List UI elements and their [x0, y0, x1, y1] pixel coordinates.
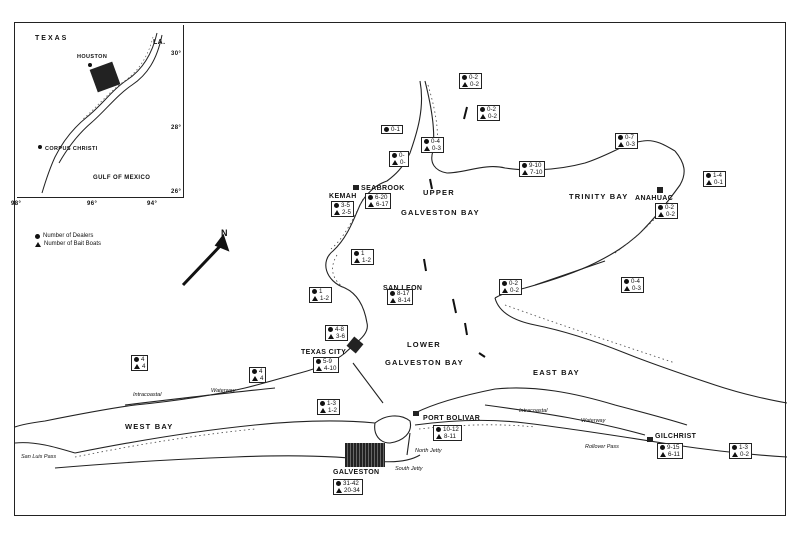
place-label-gilchrist: GILCHRIST — [655, 433, 697, 440]
kemah-marker — [353, 185, 359, 190]
inset-lat-26: 26° — [171, 189, 182, 195]
water-label-lower: LOWER — [407, 340, 441, 349]
galveston-city-marker — [345, 443, 385, 467]
west-shore-inner — [424, 80, 676, 174]
bait-boat-triangle-icon — [35, 241, 41, 247]
trinity-channel — [534, 260, 606, 286]
north-arrow-icon — [181, 233, 230, 287]
legend-label-boats: Number of Bait Boats — [44, 241, 102, 247]
water-label-east-bay: EAST BAY — [533, 368, 580, 377]
label-intracoastal-east-2: Waterway — [581, 418, 606, 424]
legend-row-dealers: Number of Dealers — [35, 233, 101, 239]
galveston-island-south — [54, 454, 421, 469]
legend-row-boats: Number of Bait Boats — [35, 241, 101, 247]
inset-lat-28: 28° — [171, 125, 182, 131]
count-box: 0-0- — [389, 151, 409, 168]
place-label-anahuac: ANAHUAC — [635, 195, 674, 202]
inset-lon-96: 96° — [87, 201, 98, 207]
place-label-seabrook: SEABROOK — [361, 185, 405, 192]
place-label-port-bolivar: PORT BOLIVAR — [423, 415, 481, 422]
bolivar-north — [414, 387, 688, 426]
label-north-jetty: North Jetty — [415, 448, 442, 454]
galveston-island-north — [74, 420, 376, 454]
upper-west-shore — [15, 80, 423, 428]
locator-inset-map: TEXAS LA. HOUSTON CORPUS CHRISTI GULF OF… — [11, 25, 184, 207]
north-arrow-label: N — [221, 228, 228, 238]
map-legend: Number of Dealers Number of Bait Boats — [35, 233, 101, 249]
inset-lon-98: 98° — [11, 201, 22, 207]
label-rollover-pass: Rollover Pass — [585, 444, 619, 450]
north-jetty — [406, 432, 411, 456]
inset-coastline — [38, 32, 163, 194]
east-bay-north — [494, 297, 787, 404]
inset-label-gulf: GULF OF MEXICO — [93, 175, 151, 181]
anahuac-marker — [657, 187, 663, 193]
water-label-lower-galveston-bay: GALVESTON BAY — [385, 358, 464, 367]
west-bay-south-mainland — [15, 442, 76, 454]
label-intracoastal-west-2: Waterway — [211, 388, 236, 394]
trinity-east-shore — [494, 150, 685, 299]
place-label-san-leon: SAN LEON — [383, 285, 422, 292]
inset-label-corpus-christi: CORPUS CHRISTI — [45, 146, 98, 152]
legend-label-dealers: Number of Dealers — [43, 233, 94, 239]
label-intracoastal-west-1: Intracoastal — [133, 392, 162, 398]
pelican-island — [374, 415, 412, 444]
place-label-galveston: GALVESTON — [333, 469, 380, 476]
map-frame: TEXAS LA. HOUSTON CORPUS CHRISTI GULF OF… — [11, 22, 787, 516]
inset-label-texas: TEXAS — [35, 35, 69, 42]
water-label-upper: UPPER — [423, 188, 455, 197]
gilchrist-marker — [647, 437, 653, 442]
water-label-west-bay: WEST BAY — [125, 422, 174, 431]
place-label-texas-city: TEXAS CITY — [301, 349, 347, 356]
place-label-kemah: KEMAH — [329, 193, 357, 200]
intracoastal-east — [484, 404, 646, 436]
label-san-luis-pass: San Luis Pass — [21, 454, 57, 460]
intracoastal-west — [124, 387, 276, 406]
inset-lon-94: 94° — [147, 201, 158, 207]
port-bolivar-marker — [413, 411, 419, 416]
inset-label-louisiana: LA. — [153, 39, 166, 46]
label-intracoastal-east-1: Intracoastal — [519, 408, 548, 414]
inset-label-houston: HOUSTON — [77, 54, 108, 60]
water-label-upper-galveston-bay: GALVESTON BAY — [401, 208, 480, 217]
inset-lat-30: 30° — [171, 51, 182, 57]
label-south-jetty: South Jetty — [395, 466, 423, 472]
texas-city-dike — [352, 362, 384, 404]
dealer-dot-icon — [35, 233, 40, 239]
coastline-map — [15, 80, 787, 469]
count-box: 0-1 — [381, 125, 403, 135]
water-label-trinity-bay: TRINITY BAY — [569, 192, 629, 201]
